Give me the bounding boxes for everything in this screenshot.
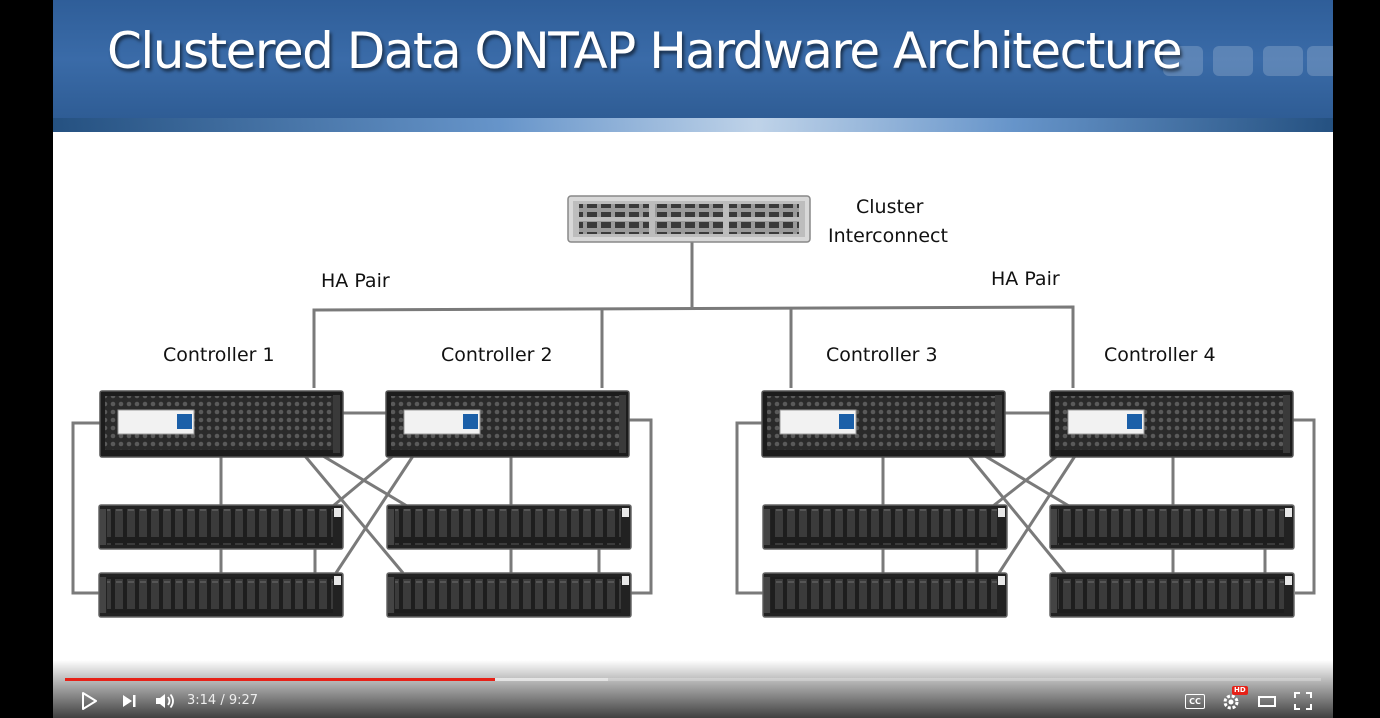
disk-shelf-5 xyxy=(762,504,1008,550)
progress-bar[interactable] xyxy=(65,678,1321,681)
hd-badge: HD xyxy=(1232,686,1248,695)
controller-4-label: Controller 4 xyxy=(1104,344,1216,366)
fullscreen-button[interactable] xyxy=(1291,688,1315,714)
disk-shelf-3 xyxy=(386,504,632,550)
disk-shelf-4 xyxy=(386,572,632,618)
architecture-diagram xyxy=(71,195,1316,618)
ha-pair-label-right: HA Pair xyxy=(991,268,1060,290)
disk-shelf-2 xyxy=(98,572,344,618)
netapp-logo-icon xyxy=(1127,414,1142,429)
ha-pair-label-left: HA Pair xyxy=(321,270,390,292)
controller-3-label: Controller 3 xyxy=(826,344,938,366)
banner-gradient-strip xyxy=(53,118,1333,132)
controller-1-label: Controller 1 xyxy=(163,344,275,366)
settings-icon xyxy=(1223,694,1239,710)
controller-4-chassis xyxy=(1049,390,1294,458)
netapp-logo-icon xyxy=(177,414,192,429)
controller-2-chassis xyxy=(385,390,630,458)
theater-icon xyxy=(1258,696,1276,707)
banner-decoration xyxy=(1163,46,1203,76)
banner-decoration xyxy=(1263,46,1303,76)
theater-mode-button[interactable] xyxy=(1255,688,1279,714)
time-display: 3:14 / 9:27 xyxy=(187,693,258,708)
slide-title-banner: Clustered Data ONTAP Hardware Architectu… xyxy=(53,0,1333,132)
cluster-interconnect-label: Interconnect xyxy=(828,225,948,247)
netapp-logo-icon xyxy=(839,414,854,429)
video-frame-slide[interactable]: Clustered Data ONTAP Hardware Architectu… xyxy=(53,0,1333,718)
settings-button[interactable]: HD xyxy=(1219,686,1248,714)
player-control-bar: 3:14 / 9:27 CC HD xyxy=(53,660,1333,718)
disk-shelf-1 xyxy=(98,504,344,550)
controller-2-label: Controller 2 xyxy=(441,344,553,366)
captions-icon: CC xyxy=(1185,693,1205,709)
slide-title: Clustered Data ONTAP Hardware Architectu… xyxy=(107,22,1183,80)
next-icon xyxy=(123,695,136,707)
volume-icon xyxy=(156,693,174,709)
time-total: 9:27 xyxy=(228,693,259,708)
disk-shelf-7 xyxy=(1049,504,1295,550)
time-current: 3:14 xyxy=(187,693,217,708)
banner-decoration xyxy=(1307,46,1333,76)
volume-button[interactable] xyxy=(153,688,179,714)
time-separator: / xyxy=(216,693,229,708)
progress-played xyxy=(65,678,495,681)
cluster-interconnect-switch xyxy=(567,195,811,243)
cluster-interconnect-label: Cluster xyxy=(856,196,924,218)
controller-1-chassis xyxy=(99,390,344,458)
cluster-network-wiring xyxy=(312,240,1075,415)
banner-decoration xyxy=(1213,46,1253,76)
storage-wiring xyxy=(71,418,1316,595)
netapp-logo-icon xyxy=(463,414,478,429)
play-button[interactable] xyxy=(77,688,101,714)
fullscreen-icon xyxy=(1294,692,1312,710)
disk-shelf-6 xyxy=(762,572,1008,618)
next-button[interactable] xyxy=(117,688,141,714)
captions-button[interactable]: CC xyxy=(1183,688,1207,714)
play-icon xyxy=(82,692,97,710)
disk-shelf-8 xyxy=(1049,572,1295,618)
controller-3-chassis xyxy=(761,390,1006,458)
